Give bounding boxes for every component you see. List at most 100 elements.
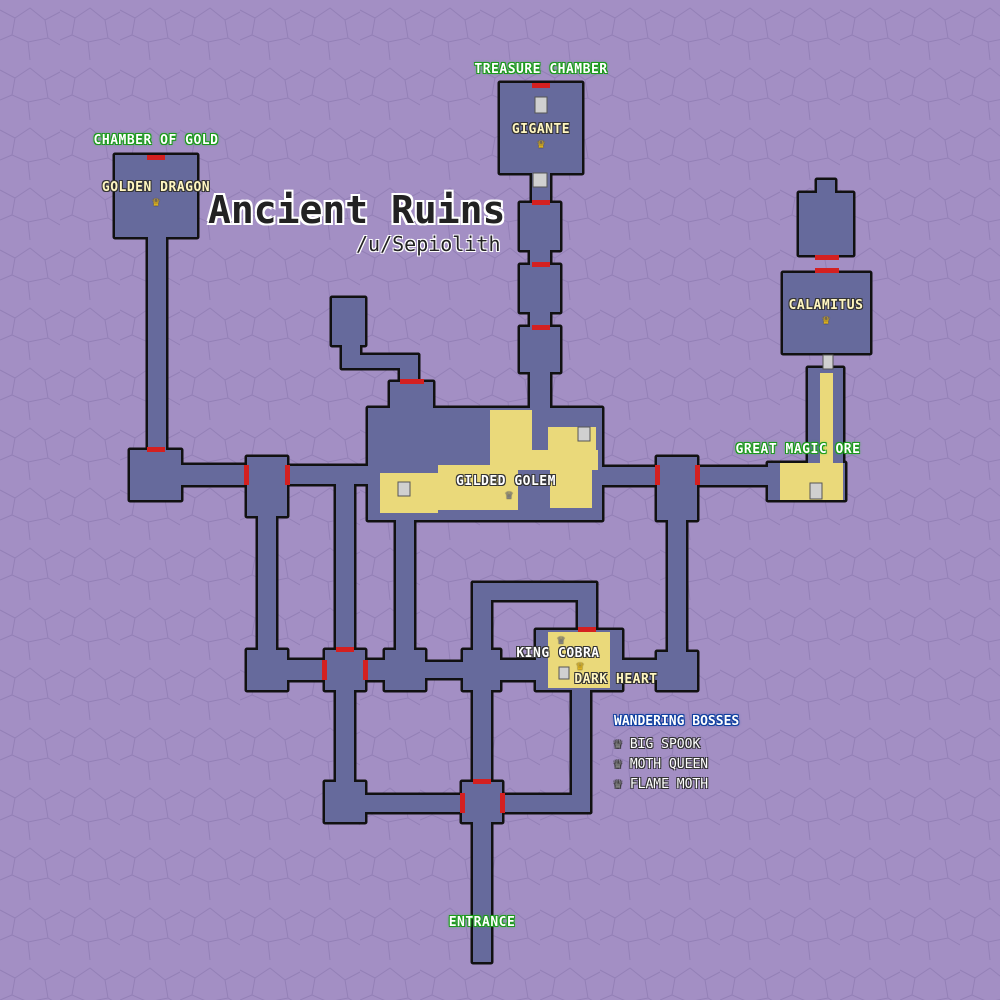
room [332, 298, 365, 345]
room [530, 250, 550, 265]
room [473, 583, 491, 650]
map-author: /u/Sepiolith [356, 232, 501, 256]
door [695, 465, 700, 485]
door [532, 83, 550, 88]
room [425, 662, 465, 678]
room [799, 193, 853, 255]
door [147, 447, 165, 452]
stone-block [532, 172, 548, 188]
room [287, 660, 325, 680]
room [783, 273, 870, 353]
room [325, 782, 365, 822]
crown-icon: ♛ [576, 659, 584, 674]
legend-item-label: FLAME MOTH [629, 777, 709, 792]
crown-icon: ♛ [557, 633, 565, 648]
room [247, 457, 287, 516]
door [322, 660, 327, 680]
label-gigante: GIGANTE [511, 122, 571, 137]
legend-item: ♛ FLAME MOTH [614, 777, 739, 797]
room [697, 467, 768, 485]
crown-icon: ♛ [822, 313, 830, 328]
room [578, 583, 596, 630]
crown-icon: ♛ [614, 737, 622, 752]
room [247, 650, 287, 690]
room [385, 650, 425, 690]
room [817, 180, 835, 193]
room [473, 583, 596, 600]
treasure-area [490, 410, 532, 455]
room [657, 652, 697, 690]
room [342, 355, 418, 368]
room [500, 660, 536, 680]
label-great-magic-ore: GREAT MAGIC ORE [735, 442, 861, 457]
room [365, 795, 462, 812]
stone-block [397, 481, 411, 497]
room [336, 690, 354, 782]
crown-icon: ♛ [614, 777, 622, 792]
stone-block [577, 426, 591, 442]
treasure-area [820, 373, 833, 463]
door [655, 465, 660, 485]
room [181, 465, 247, 485]
door [473, 779, 491, 784]
label-dark-heart: DARK HEART [574, 672, 658, 687]
door [815, 255, 839, 260]
room [530, 312, 550, 327]
crown-icon: ♛ [537, 137, 545, 152]
door [285, 465, 290, 485]
room [473, 822, 491, 962]
label-entrance: ENTRANCE [448, 915, 516, 930]
stone-block [809, 482, 823, 500]
wandering-bosses-legend: WANDERING BOSSES ♛BIG SPOOK ♛MOTH QUEEN … [614, 714, 739, 797]
door [815, 268, 839, 273]
crown-icon: ♛ [614, 757, 622, 772]
label-golden-dragon: GOLDEN DRAGON [101, 180, 211, 195]
room [400, 355, 418, 382]
door [460, 793, 465, 813]
room [148, 237, 166, 450]
room [115, 155, 197, 237]
room [418, 408, 490, 425]
label-king-cobra: KING COBRA [516, 646, 600, 661]
door [532, 262, 550, 267]
door [147, 155, 165, 160]
room [502, 795, 590, 812]
door [336, 647, 354, 652]
room [130, 450, 181, 500]
doors-and-blocks [147, 83, 839, 813]
label-treasure-chamber: TREASURE CHAMBER [474, 62, 608, 77]
room [365, 660, 385, 680]
label-calamitus: CALAMITUS [788, 298, 864, 313]
crown-icon: ♛ [152, 195, 160, 210]
room [602, 467, 657, 485]
room [325, 650, 365, 690]
map-title: Ancient Ruins [208, 188, 506, 232]
room [668, 520, 686, 652]
room [473, 690, 491, 782]
legend-item-label: BIG SPOOK [629, 737, 701, 752]
room [520, 203, 560, 250]
legend-item: ♛ BIG SPOOK [614, 737, 739, 757]
treasure-area [438, 465, 518, 510]
door [244, 465, 249, 485]
room [520, 265, 560, 312]
room [657, 457, 697, 520]
door [578, 627, 596, 632]
door [363, 660, 368, 680]
treasure-area [548, 632, 610, 688]
door [532, 325, 550, 330]
legend-item-label: MOTH QUEEN [629, 757, 709, 772]
stone-block [534, 96, 548, 114]
legend-item: ♛ MOTH QUEEN [614, 757, 739, 777]
room [287, 466, 368, 484]
room [462, 782, 502, 822]
room [396, 498, 414, 650]
label-gilded-golem: GILDED GOLEM [456, 474, 556, 489]
stone-block [822, 354, 834, 370]
crown-icon: ♛ [505, 488, 513, 503]
room [258, 516, 276, 650]
room [530, 372, 550, 412]
treasure-area [550, 470, 592, 508]
room [336, 484, 354, 650]
